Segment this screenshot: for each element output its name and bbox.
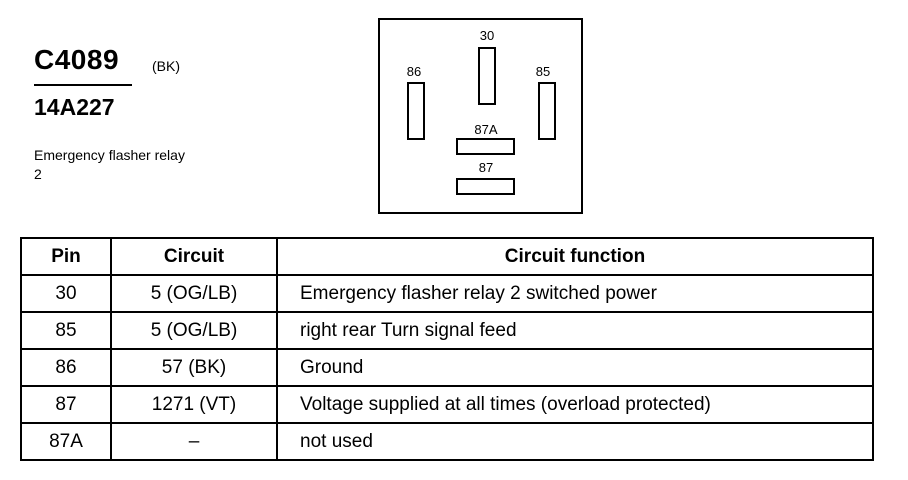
table-row: 86 57 (BK) Ground — [20, 348, 874, 387]
pin-slot-87A — [456, 138, 515, 155]
cell-circuit: 57 (BK) — [110, 348, 278, 387]
cell-function: right rear Turn signal feed — [276, 311, 874, 350]
cell-pin: 87A — [20, 422, 112, 461]
cell-circuit: 5 (OG/LB) — [110, 274, 278, 313]
pin-label-87A: 87A — [474, 122, 498, 137]
part-number: 14A227 — [34, 94, 115, 120]
pin-slot-30 — [478, 47, 496, 105]
cell-function: Ground — [276, 348, 874, 387]
cell-function: Voltage supplied at all times (overload … — [276, 385, 874, 424]
pin-label-85: 85 — [535, 64, 551, 79]
pin-label-87: 87 — [478, 160, 494, 175]
pin-table: Pin Circuit Circuit function 30 5 (OG/LB… — [20, 237, 874, 461]
table-row: 87A – not used — [20, 422, 874, 461]
cell-pin: 85 — [20, 311, 112, 350]
table-row: 85 5 (OG/LB) right rear Turn signal feed — [20, 311, 874, 350]
connector-id: C4089 — [34, 44, 120, 75]
cell-pin: 86 — [20, 348, 112, 387]
table-header-row: Pin Circuit Circuit function — [20, 237, 874, 276]
cell-circuit: 5 (OG/LB) — [110, 311, 278, 350]
relay-face-diagram: 30 86 85 87A 87 — [378, 18, 583, 214]
cell-circuit: 1271 (VT) — [110, 385, 278, 424]
cell-function: not used — [276, 422, 874, 461]
table-row: 30 5 (OG/LB) Emergency flasher relay 2 s… — [20, 274, 874, 313]
pin-label-30: 30 — [479, 28, 495, 43]
pin-label-86: 86 — [406, 64, 422, 79]
cell-pin: 87 — [20, 385, 112, 424]
cell-pin: 30 — [20, 274, 112, 313]
connector-description: Emergency flasher relay 2 — [34, 147, 185, 182]
pin-slot-87 — [456, 178, 515, 195]
connector-color-code: (BK) — [152, 58, 180, 74]
cell-function: Emergency flasher relay 2 switched power — [276, 274, 874, 313]
header-pin: Pin — [20, 237, 112, 276]
table-row: 87 1271 (VT) Voltage supplied at all tim… — [20, 385, 874, 424]
connector-id-underline — [34, 84, 132, 86]
header-circuit: Circuit — [110, 237, 278, 276]
pin-slot-86 — [407, 82, 425, 140]
header-circuit-function: Circuit function — [276, 237, 874, 276]
pin-slot-85 — [538, 82, 556, 140]
cell-circuit: – — [110, 422, 278, 461]
